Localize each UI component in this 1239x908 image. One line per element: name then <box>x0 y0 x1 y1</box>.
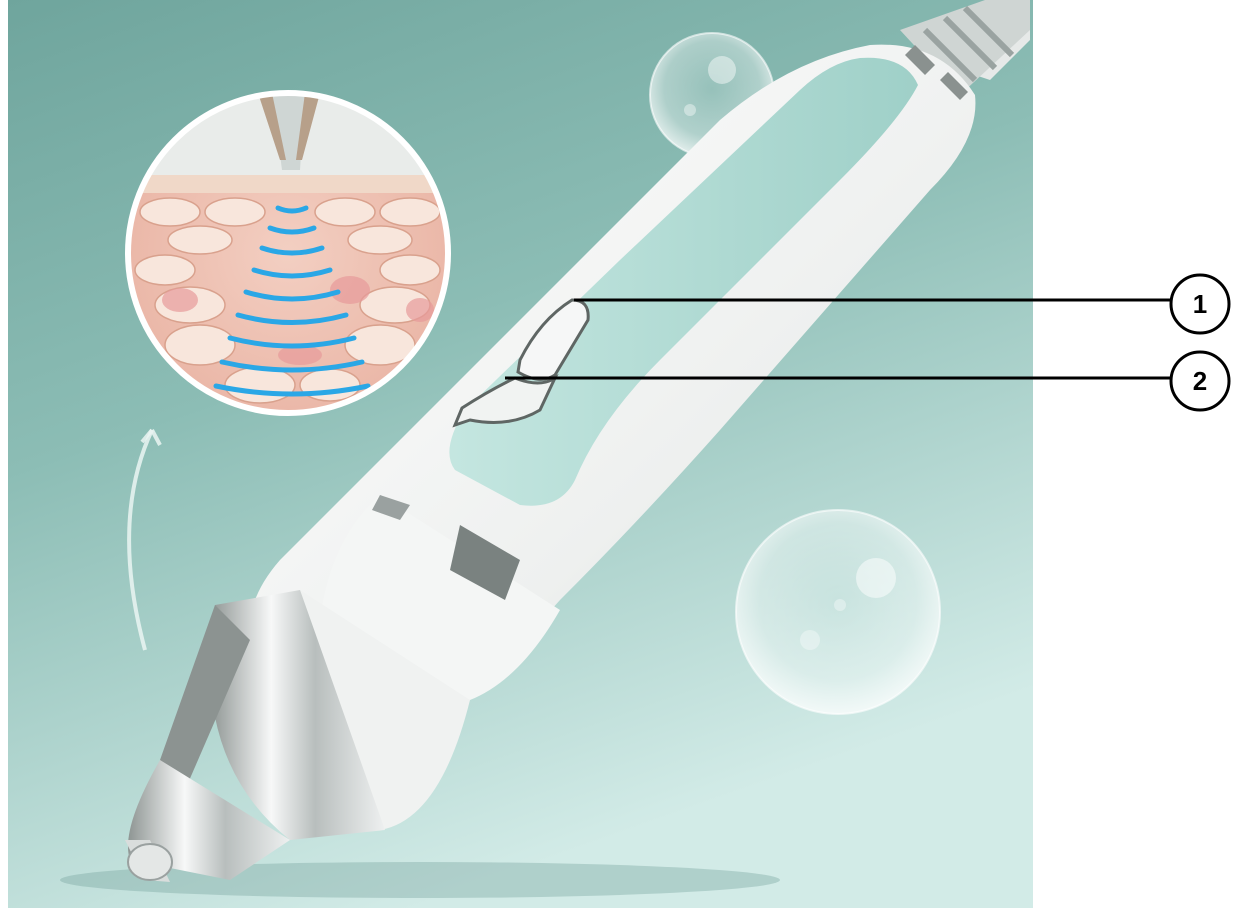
callout-2-badge: 2 <box>1171 352 1229 410</box>
callout-1-label: 1 <box>1193 289 1207 319</box>
callout-2-label: 2 <box>1193 366 1207 396</box>
water-bubble-large <box>736 510 940 714</box>
skin-layer-magnifier <box>128 93 448 413</box>
callout-1-badge: 1 <box>1171 275 1229 333</box>
